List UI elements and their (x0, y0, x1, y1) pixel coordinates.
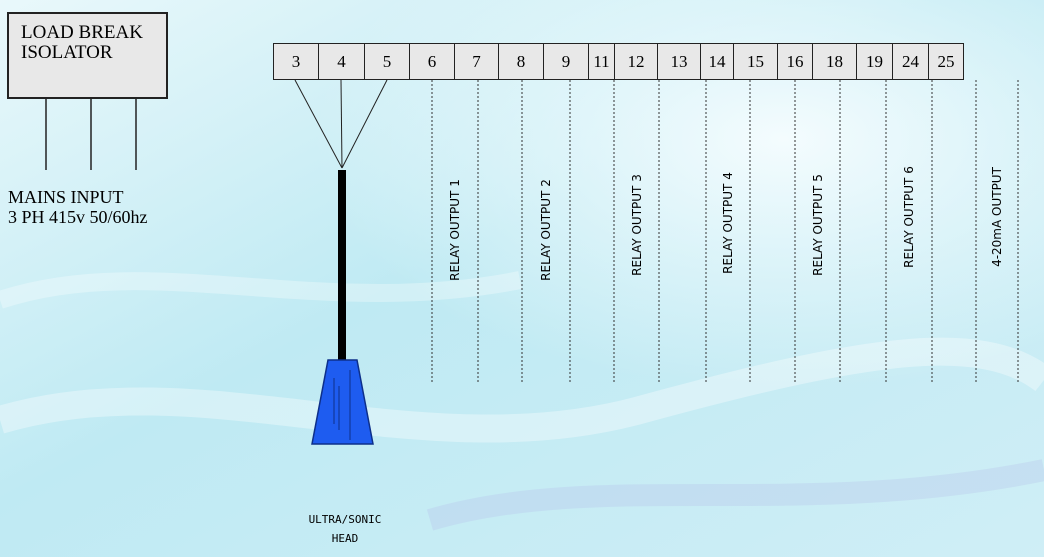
terminal-3: 3 (273, 43, 319, 80)
load-break-isolator: LOAD BREAK ISOLATOR (7, 12, 168, 99)
terminal-4: 4 (318, 43, 365, 80)
ultrasonic-head-label: ULTRA/SONIC HEAD (275, 510, 415, 548)
head-label-line1: ULTRA/SONIC (308, 513, 382, 526)
terminal-15: 15 (733, 43, 778, 80)
terminal-8: 8 (498, 43, 544, 80)
cable-wire-4 (340, 79, 343, 169)
mains-input-label: MAINS INPUT 3 PH 415v 50/60hz (8, 187, 148, 227)
head-cable-junction (294, 79, 388, 169)
terminal-11: 11 (588, 43, 615, 80)
isolator-label-line2: ISOLATOR (21, 42, 113, 63)
cable-wire-5 (341, 79, 388, 169)
terminal-9: 9 (543, 43, 589, 80)
terminal-5: 5 (364, 43, 410, 80)
terminal-7: 7 (454, 43, 499, 80)
relay-output-2-label: RELAY OUTPUT 2 (539, 179, 553, 281)
mains-label-line1: MAINS INPUT (8, 187, 124, 207)
cable-wire-3 (294, 79, 343, 169)
terminal-13: 13 (657, 43, 701, 80)
terminal-16: 16 (777, 43, 813, 80)
terminal-24: 24 (892, 43, 929, 80)
terminal-25: 25 (928, 43, 964, 80)
mains-wires (45, 99, 137, 170)
terminal-18: 18 (812, 43, 857, 80)
analog-output-label: 4-20mA OUTPUT (990, 167, 1004, 267)
terminal-12: 12 (614, 43, 658, 80)
terminal-19: 19 (856, 43, 893, 80)
relay-output-3-label: RELAY OUTPUT 3 (630, 174, 644, 276)
relay-output-1-label: RELAY OUTPUT 1 (448, 179, 462, 281)
head-label-line2: HEAD (331, 532, 359, 545)
relay-output-4-label: RELAY OUTPUT 4 (721, 172, 735, 274)
ultrasonic-head-icon (311, 359, 374, 445)
terminal-strip: 3 4 5 6 7 8 9 11 12 13 14 15 16 18 19 24… (273, 43, 964, 80)
mains-label-line2: 3 PH 415v 50/60hz (8, 207, 148, 227)
isolator-label-line1: LOAD BREAK (21, 22, 143, 43)
terminal-14: 14 (700, 43, 734, 80)
terminal-6: 6 (409, 43, 455, 80)
relay-output-6-label: RELAY OUTPUT 6 (902, 166, 916, 268)
relay-output-5-label: RELAY OUTPUT 5 (811, 174, 825, 276)
